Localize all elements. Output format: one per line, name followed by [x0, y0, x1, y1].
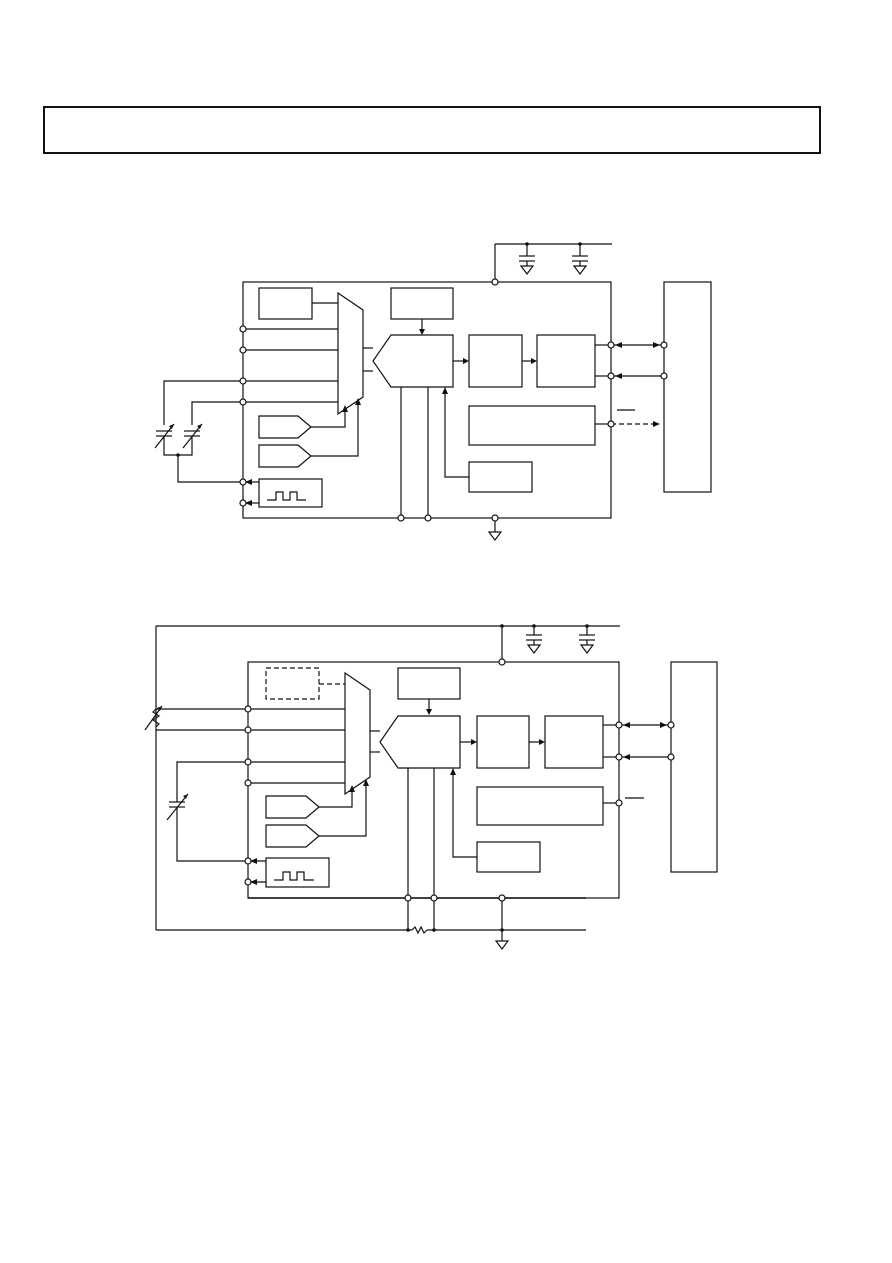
supply-rail [155, 624, 620, 930]
variable-capacitor-sensor [154, 380, 243, 483]
voltage-sensor-block [265, 795, 320, 819]
microcontroller-block [670, 661, 718, 873]
filter-block [468, 334, 523, 388]
decoupling-capacitor [572, 244, 588, 275]
square-wave-icon [267, 491, 306, 501]
filter-block [476, 715, 530, 769]
host-bus [619, 722, 671, 799]
header-box [43, 106, 821, 154]
decoupling-capacitor [519, 244, 535, 275]
converter-block [372, 334, 454, 388]
calibration-block [468, 461, 533, 493]
host-bus [611, 342, 664, 427]
input-multiplexer [337, 291, 364, 416]
voltage-sensor-block [258, 415, 312, 439]
input-multiplexer [344, 671, 371, 796]
decoupling-capacitor [526, 626, 542, 654]
microcontroller-block [663, 281, 712, 493]
control-logic-block [476, 786, 604, 826]
interface-block [536, 334, 596, 388]
square-wave-icon [274, 871, 314, 881]
calibration-block [476, 841, 541, 873]
converter-block [379, 715, 461, 769]
decoupling-capacitor [579, 626, 595, 654]
interface-block [544, 715, 604, 769]
figure-1 [154, 242, 712, 541]
clock-block [390, 287, 454, 320]
input-wiring [243, 302, 373, 506]
signal-flow [400, 319, 611, 518]
potentiometer-sensor [144, 705, 163, 731]
ground-rail [156, 897, 586, 950]
temperature-sensor-block [265, 824, 320, 848]
pin-nodes [244, 658, 675, 902]
clock-block [397, 667, 461, 700]
control-logic-block [468, 405, 596, 446]
optional-reference-block [265, 667, 320, 700]
reference-block [258, 287, 313, 320]
figure-2 [144, 624, 718, 950]
temperature-sensor-block [258, 444, 312, 468]
supply-rail [494, 242, 612, 282]
pin-nodes [239, 278, 668, 522]
variable-capacitor-sensor [166, 761, 248, 862]
